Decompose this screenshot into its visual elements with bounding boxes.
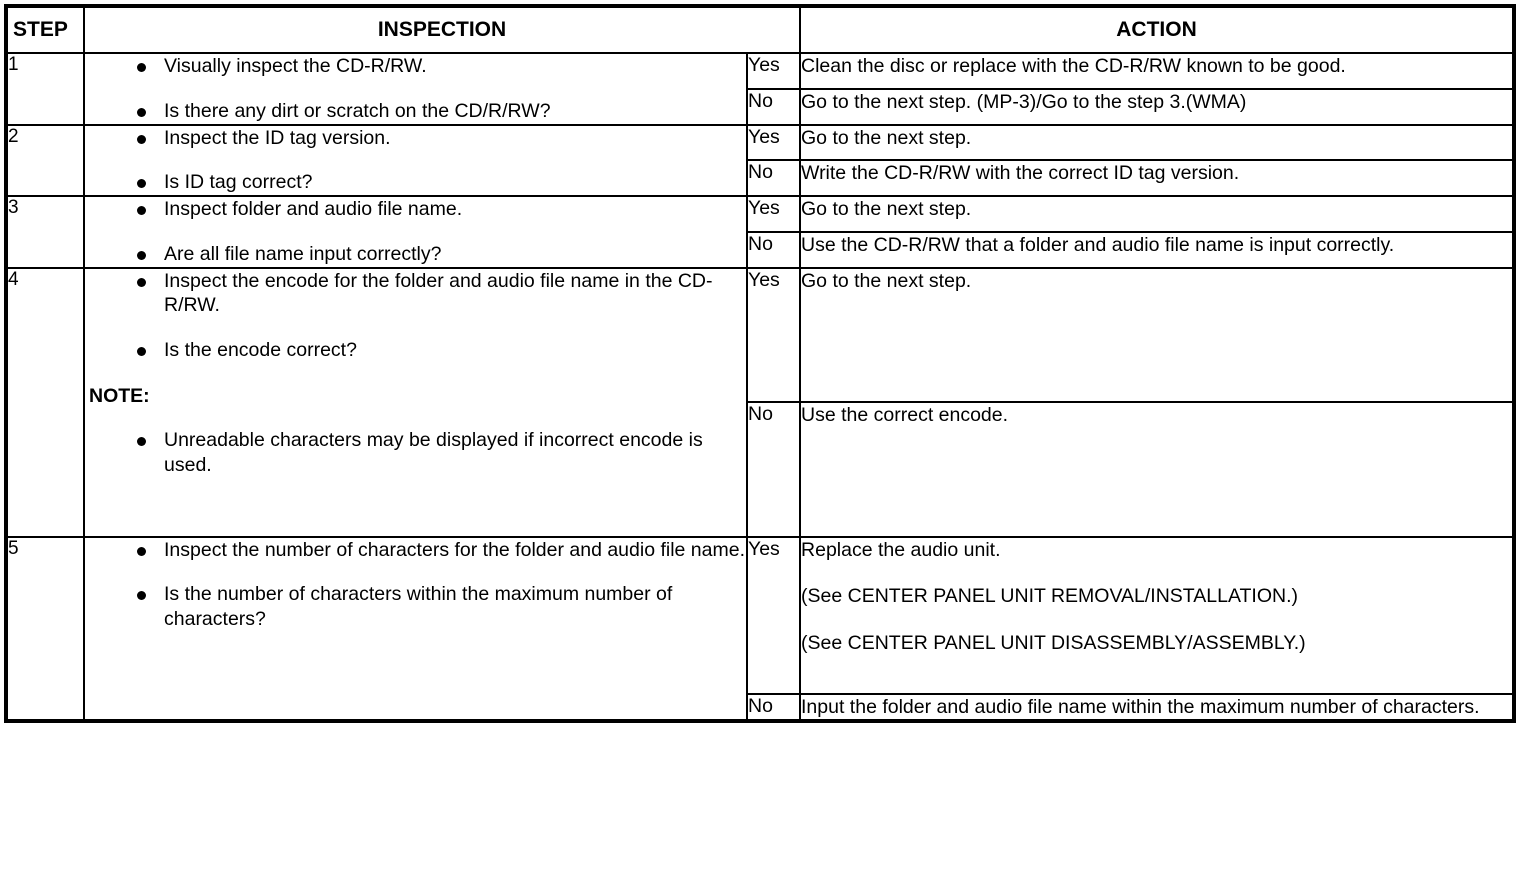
action-cell: Input the folder and audio file name wit… (799, 692, 1516, 723)
list-item: Is the number of characters within the m… (85, 582, 746, 632)
list-item: Are all file name input correctly? (85, 242, 746, 267)
action-reference: (See CENTER PANEL UNIT REMOVAL/INSTALLAT… (801, 585, 1299, 608)
inspection-cell: Inspect folder and audio file name. Are … (83, 195, 748, 269)
list-item: Inspect the number of characters for the… (85, 538, 746, 563)
list-item: Inspect the ID tag version. (85, 126, 746, 151)
action-cell: Go to the next step. (799, 266, 1516, 403)
step-number: 3 (5, 195, 85, 269)
table-row: No Use the correct encode. (6, 400, 1516, 538)
branch-label-no: No (745, 159, 802, 197)
step-number: 1 (5, 52, 85, 126)
table-row: No Go to the next step. (MP-3)/Go to the… (6, 87, 1516, 126)
action-cell: Use the CD-R/RW that a folder and audio … (799, 230, 1516, 269)
note-label: NOTE: (89, 384, 150, 407)
list-item: Visually inspect the CD-R/RW. (85, 54, 746, 79)
inspection-cell: Inspect the encode for the folder and au… (83, 266, 748, 538)
action-cell: Go to the next step. (799, 123, 1516, 162)
column-header-inspection: INSPECTION (82, 5, 802, 54)
branch-label-yes: Yes (745, 195, 802, 233)
list-item: Is the encode correct? (85, 338, 746, 363)
step-number: 4 (5, 266, 85, 538)
action-text: Go to the next step. (MP-3)/Go to the st… (801, 90, 1247, 113)
diagnostic-table-page: STEP INSPECTION ACTION 1 Visually inspec… (0, 4, 1520, 878)
inspection-bullet-list: Inspect the ID tag version. Is ID tag co… (85, 126, 746, 196)
branch-label-yes: Yes (745, 52, 802, 90)
table-row: No Input the folder and audio file name … (6, 692, 1516, 723)
branch-label-no: No (745, 87, 802, 126)
action-cell: Write the CD-R/RW with the correct ID ta… (799, 159, 1516, 197)
branch-label-no: No (745, 692, 802, 723)
inspection-bullet-list: Visually inspect the CD-R/RW. Is there a… (85, 54, 746, 124)
inspection-bullet-list: Inspect folder and audio file name. Are … (85, 197, 746, 267)
inspection-bullet-list: Inspect the encode for the folder and au… (85, 269, 746, 363)
action-text: Go to the next step. (801, 269, 972, 292)
list-item: Inspect the encode for the folder and au… (85, 269, 746, 319)
table-row: 2 Inspect the ID tag version. Is ID tag … (5, 123, 1516, 197)
action-text: Input the folder and audio file name wit… (801, 695, 1480, 718)
action-cell: Go to the next step. (799, 195, 1516, 233)
table-row: No Use the CD-R/RW that a folder and aud… (6, 230, 1516, 269)
inspection-cell: Visually inspect the CD-R/RW. Is there a… (83, 52, 748, 126)
step-number: 5 (5, 535, 85, 723)
action-cell: Use the correct encode. (799, 400, 1516, 538)
inspection-bullet-list: Inspect the number of characters for the… (85, 538, 746, 632)
list-item: Unreadable characters may be displayed i… (85, 428, 746, 478)
action-reference: (See CENTER PANEL UNIT DISASSEMBLY/ASSEM… (801, 632, 1306, 654)
troubleshooting-table: STEP INSPECTION ACTION 1 Visually inspec… (4, 4, 1517, 724)
branch-label-yes: Yes (745, 535, 802, 695)
branch-label-yes: Yes (745, 123, 802, 162)
column-header-step: STEP (5, 5, 85, 54)
table-row: 5 Inspect the number of characters for t… (5, 535, 1516, 723)
action-cell: Go to the next step. (MP-3)/Go to the st… (799, 87, 1516, 126)
table-header-row: STEP INSPECTION ACTION (5, 5, 1516, 54)
inspection-cell: Inspect the ID tag version. Is ID tag co… (83, 123, 748, 197)
step-number: 2 (5, 123, 85, 197)
table-row: No Write the CD-R/RW with the correct ID… (6, 159, 1516, 197)
action-text: Use the CD-R/RW that a folder and audio … (801, 233, 1395, 256)
list-item: Is ID tag correct? (85, 170, 746, 195)
action-text: Clean the disc or replace with the CD-R/… (801, 55, 1346, 77)
branch-label-no: No (745, 230, 802, 269)
action-cell: Replace the audio unit. (See CENTER PANE… (799, 535, 1516, 695)
table-row: 4 Inspect the encode for the folder and … (5, 266, 1516, 538)
column-header-action: ACTION (799, 5, 1516, 54)
action-text: Write the CD-R/RW with the correct ID ta… (801, 162, 1240, 185)
note-bullet-list: Unreadable characters may be displayed i… (85, 428, 746, 478)
branch-label-yes: Yes (745, 266, 802, 403)
action-cell: Clean the disc or replace with the CD-R/… (799, 52, 1516, 90)
action-text: Go to the next step. (801, 126, 972, 149)
inspection-cell: Inspect the number of characters for the… (83, 535, 748, 723)
list-item: Inspect folder and audio file name. (85, 197, 746, 222)
action-text: Use the correct encode. (801, 403, 1009, 426)
action-text: Replace the audio unit. (801, 538, 1001, 561)
action-text: Go to the next step. (801, 198, 972, 220)
branch-label-no: No (745, 400, 802, 538)
table-row: 1 Visually inspect the CD-R/RW. Is there… (5, 52, 1516, 126)
table-row: 3 Inspect folder and audio file name. Ar… (5, 195, 1516, 269)
list-item: Is there any dirt or scratch on the CD/R… (85, 99, 746, 124)
